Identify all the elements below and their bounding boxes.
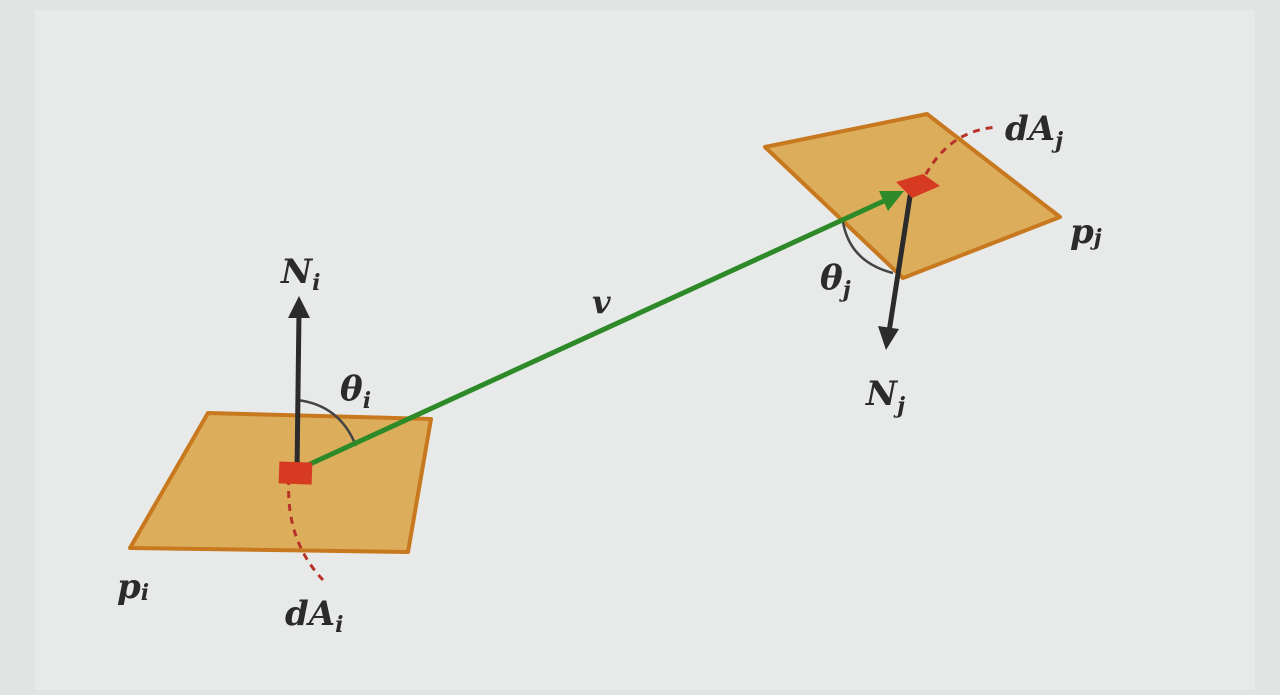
area-element-j bbox=[896, 174, 940, 198]
label-angle-i: θi bbox=[340, 369, 371, 414]
normal-i-shaft bbox=[294, 311, 302, 473]
angle-arc-i bbox=[296, 398, 358, 447]
label-angle-j: θj bbox=[820, 258, 851, 303]
label-normal-j: Nj bbox=[865, 374, 905, 419]
area-i-leader bbox=[287, 477, 325, 582]
normal-i-arrowhead bbox=[288, 296, 310, 318]
normal-j-arrowhead bbox=[878, 326, 899, 350]
label-patch-j: pj bbox=[1070, 212, 1102, 252]
area-element-i bbox=[278, 461, 313, 485]
vector-v-arrowhead bbox=[879, 191, 904, 211]
label-vector-v: v bbox=[592, 283, 611, 321]
label-area-i: dAi bbox=[285, 594, 344, 638]
label-patch-i: pi bbox=[117, 567, 149, 607]
normal-j-shaft bbox=[886, 189, 914, 333]
background-panel bbox=[35, 10, 1255, 690]
label-area-j: dAj bbox=[1005, 109, 1063, 154]
area-j-leader bbox=[918, 125, 999, 187]
label-normal-i: Ni bbox=[280, 252, 320, 296]
angle-arc-j bbox=[841, 221, 894, 275]
vector-v-shaft bbox=[294, 197, 889, 473]
